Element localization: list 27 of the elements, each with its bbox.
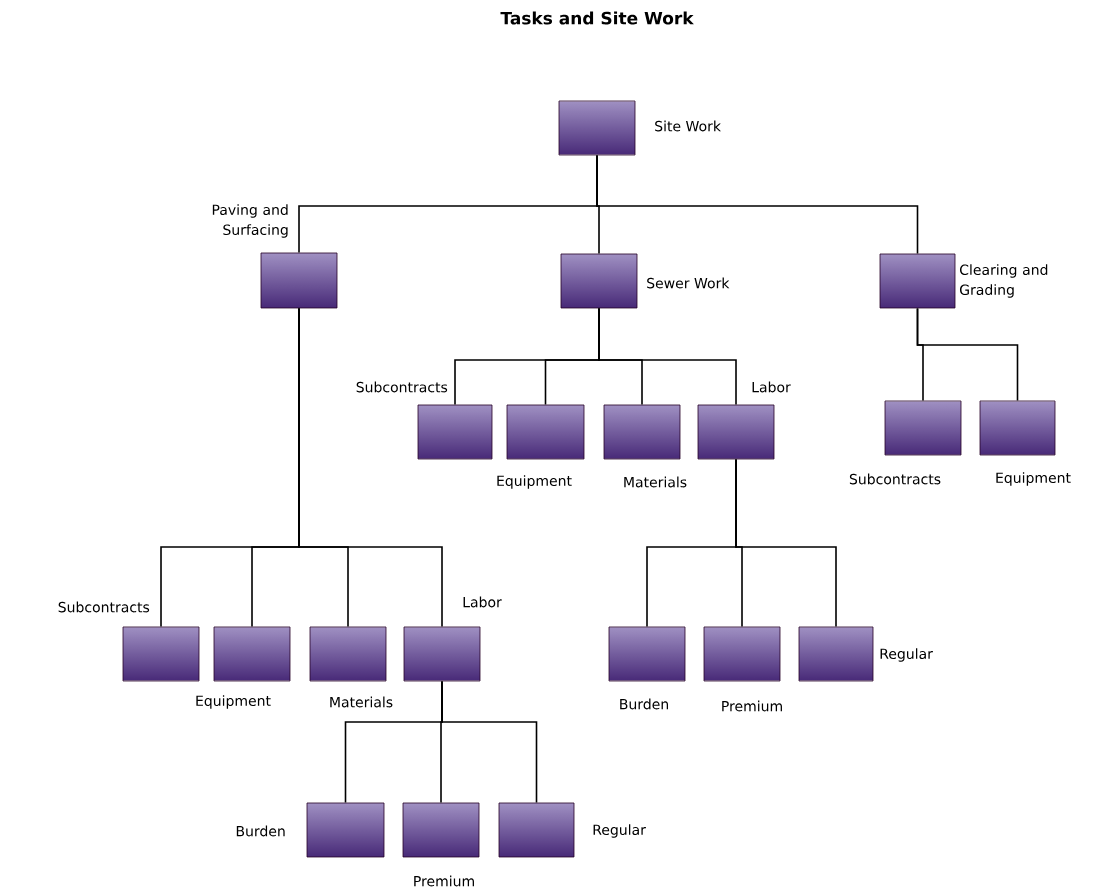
box-label: Labor	[752, 381, 791, 393]
box-label: Regular	[880, 648, 933, 662]
box-label: Premium	[722, 700, 782, 712]
box-label: Labor	[463, 596, 502, 608]
box-label: Paving and Surfacing	[212, 204, 288, 238]
box-label: Burden	[236, 825, 285, 837]
box-label: Equipment	[497, 475, 572, 489]
title: Tasks and Site Work	[500, 11, 694, 25]
box-label: Materials	[330, 696, 393, 708]
box-label: Premium	[414, 875, 474, 887]
box-label: Subcontracts	[849, 473, 941, 485]
box-label: Regular	[593, 824, 646, 838]
connector	[598, 307, 737, 406]
box-label: Subcontracts	[356, 381, 448, 393]
box-label: Materials	[624, 476, 687, 488]
connector	[298, 307, 443, 628]
connector	[441, 680, 538, 804]
connector	[596, 154, 919, 255]
box-label: Burden	[620, 698, 668, 710]
box-label: Sewer Work	[647, 277, 730, 289]
box-label: Clearing and Grading	[960, 264, 1048, 298]
box-label: Subcontracts	[58, 601, 150, 613]
box-label: Site Work	[655, 120, 721, 132]
connector	[916, 307, 1019, 402]
box-label: Equipment	[196, 695, 271, 709]
box-label: Equipment	[996, 472, 1071, 486]
connector	[735, 458, 837, 628]
